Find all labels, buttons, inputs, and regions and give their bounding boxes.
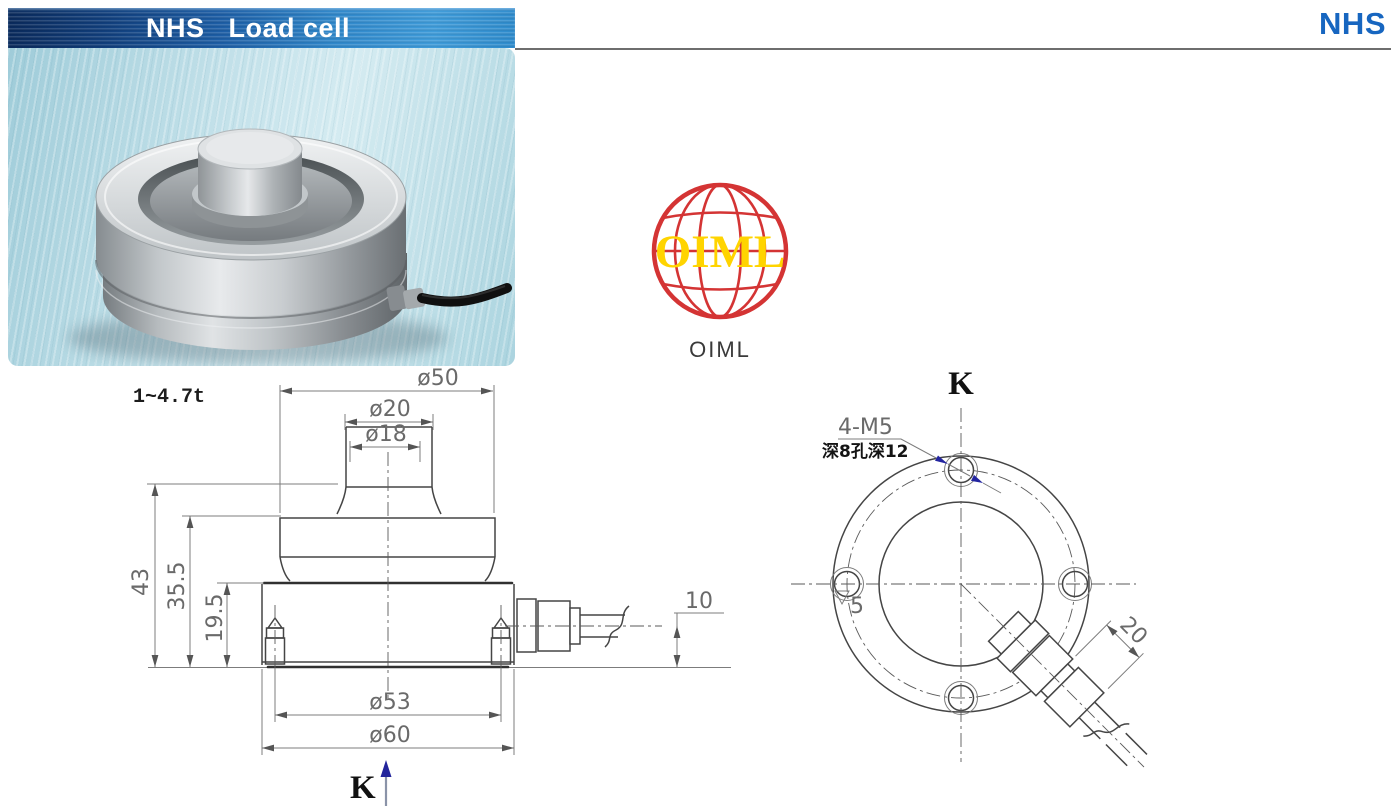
oiml-caption: OIML <box>689 337 751 362</box>
front-extension-lines <box>147 385 724 755</box>
dim-10: 10 <box>685 589 713 614</box>
header-banner: NHS Load cell <box>8 8 515 48</box>
dim-d20: ø20 <box>369 397 410 422</box>
front-cable <box>580 605 630 648</box>
surface-mark-symbol <box>834 590 850 606</box>
holes-leader <box>838 438 1002 494</box>
product-photo <box>8 48 515 366</box>
front-centerlines <box>274 452 662 702</box>
depth-note: 深8孔深12 <box>822 441 909 462</box>
dim-43: 43 <box>129 568 154 596</box>
capacity-label: 1~4.7t <box>133 386 205 409</box>
dim-d53: ø53 <box>369 690 410 715</box>
front-view: ø50 ø20 ø18 43 35.5 19.5 10 ø53 ø60 1~4.… <box>129 366 731 806</box>
leader-arrow-blue <box>935 455 983 483</box>
oiml-logo: OIML OIML <box>645 178 795 363</box>
dim-d50: ø50 <box>417 366 458 391</box>
gland-dimension <box>1075 620 1144 690</box>
dim-d60: ø60 <box>369 723 410 748</box>
cable <box>386 283 512 311</box>
top-centerlines <box>791 408 1145 768</box>
dim-35-5: 35.5 <box>165 562 190 611</box>
load-cell-image <box>68 128 512 364</box>
surface-mark: 5 <box>850 594 864 619</box>
dim-19-5: 19.5 <box>203 594 228 643</box>
oiml-globe: OIML <box>651 182 789 320</box>
header-divider <box>515 48 1391 50</box>
top-cable-gland: 20 <box>987 610 1152 767</box>
front-dimension-lines <box>151 387 681 752</box>
k-direction-arrow <box>380 760 392 806</box>
dim-20: 20 <box>1114 612 1151 649</box>
brand-text: NHS <box>1319 6 1386 41</box>
oiml-globe-text: OIML <box>655 226 786 278</box>
load-cell-render <box>68 128 512 364</box>
top-view: K <box>791 366 1152 768</box>
holes-label: 4-M5 <box>838 415 893 440</box>
front-cable-gland <box>516 598 581 653</box>
banner-title: NHS Load cell <box>146 13 351 43</box>
top-k-title: K <box>948 366 974 402</box>
dim-d18: ø18 <box>365 422 406 447</box>
front-k-label: K <box>350 770 376 806</box>
